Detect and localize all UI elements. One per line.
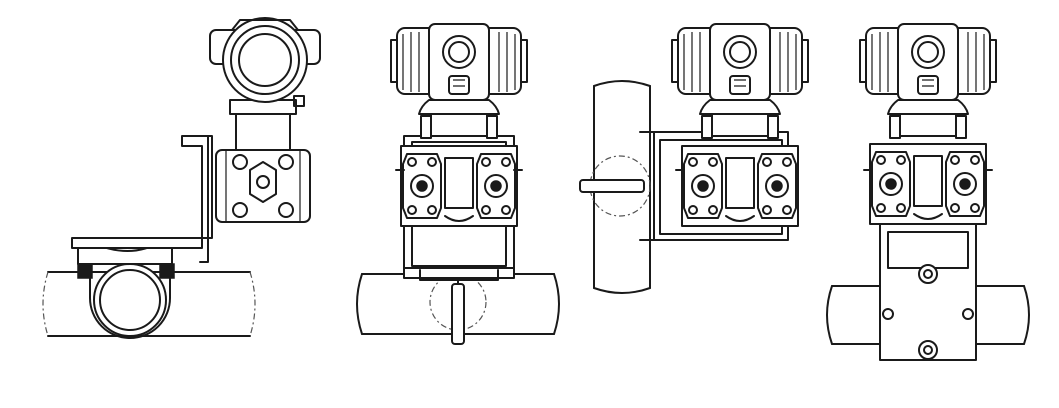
vertical-pipe-mount-view <box>579 23 809 294</box>
pipe-mount-side-view <box>42 17 321 339</box>
horizontal-pipe-flat-bracket-view <box>826 23 1030 361</box>
horizontal-pipe-front-view <box>356 23 560 345</box>
